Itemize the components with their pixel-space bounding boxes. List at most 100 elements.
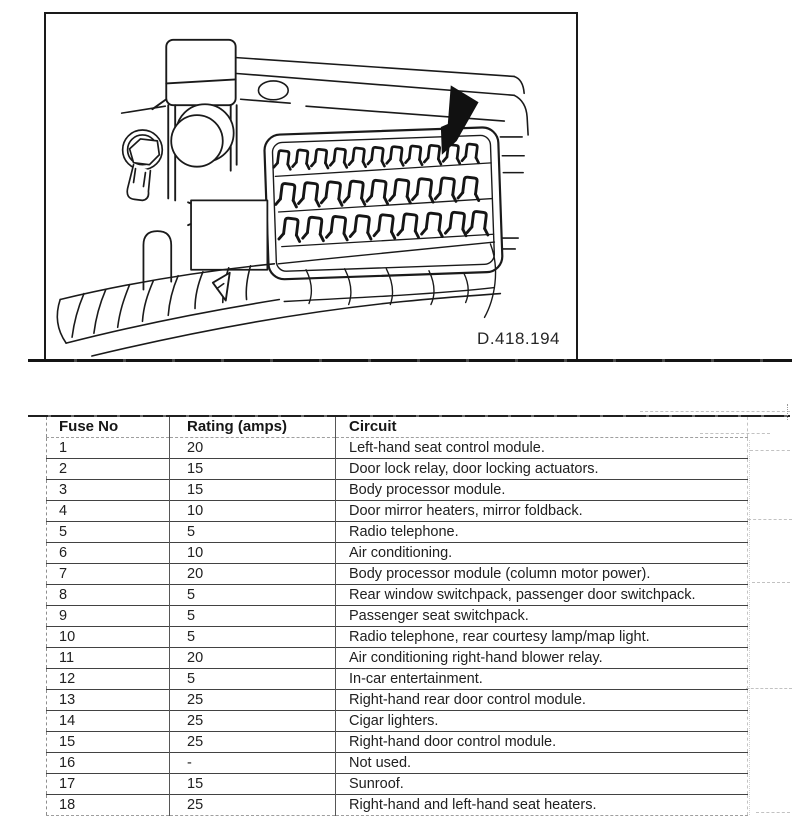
circuit-cell: Radio telephone. <box>335 521 748 543</box>
fuse-number-cell: 12 <box>46 668 170 690</box>
diagram-reference-label: D.418.194 <box>477 329 560 348</box>
grommet <box>170 103 235 168</box>
circuit-cell: Sunroof. <box>335 773 748 795</box>
fuse-number-cell: 17 <box>46 773 170 795</box>
table-row: 18 25 Right-hand and left-hand seat heat… <box>46 794 748 816</box>
fuse-number-cell: 6 <box>46 542 170 564</box>
rating-cell: 15 <box>169 773 336 795</box>
table-top-rule <box>28 415 790 417</box>
table-row: 17 15 Sunroof. <box>46 773 748 795</box>
table-row: 14 25 Cigar lighters. <box>46 710 748 732</box>
table-row: 10 5 Radio telephone, rear courtesy lamp… <box>46 626 748 648</box>
scan-artifact <box>640 411 790 412</box>
circuit-cell: Passenger seat switchpack. <box>335 605 748 627</box>
rating-cell: 20 <box>169 647 336 669</box>
fuse-number-cell: 9 <box>46 605 170 627</box>
rating-cell: 20 <box>169 563 336 585</box>
table-row: 15 25 Right-hand door control module. <box>46 731 748 753</box>
column-header-rating: Rating (amps) <box>169 417 336 438</box>
fuse-number-cell: 2 <box>46 458 170 480</box>
circuit-cell: Door lock relay, door locking actuators. <box>335 458 748 480</box>
rating-cell: 5 <box>169 584 336 606</box>
circuit-cell: Not used. <box>335 752 748 774</box>
table-row: 11 20 Air conditioning right-hand blower… <box>46 647 748 669</box>
wiring-harness <box>56 263 502 357</box>
diagram-frame: D.418.194 <box>44 12 578 359</box>
frame-bottom-rule <box>28 359 792 362</box>
scan-artifact <box>746 688 792 689</box>
rating-cell: 10 <box>169 500 336 522</box>
scan-artifact <box>787 404 788 420</box>
scan-artifact <box>748 519 792 520</box>
table-row: 3 15 Body processor module. <box>46 479 748 501</box>
table-row: 16 - Not used. <box>46 752 748 774</box>
circuit-cell: Right-hand and left-hand seat heaters. <box>335 794 748 816</box>
rating-cell: 20 <box>169 437 336 459</box>
location-arrow-icon <box>440 85 479 155</box>
scan-artifact <box>750 450 790 451</box>
rating-cell: 5 <box>169 626 336 648</box>
hex-bolt <box>121 129 164 202</box>
fuse-number-cell: 15 <box>46 731 170 753</box>
rating-cell: 25 <box>169 689 336 711</box>
rating-cell: 5 <box>169 605 336 627</box>
fuse-table-body: 1 20 Left-hand seat control module. 2 15… <box>46 437 748 816</box>
fusebox-illustration <box>56 38 529 357</box>
fuse-number-cell: 5 <box>46 521 170 543</box>
circuit-cell: In-car entertainment. <box>335 668 748 690</box>
carpet-folds <box>277 241 497 319</box>
rating-cell: 25 <box>169 731 336 753</box>
table-row: 4 10 Door mirror heaters, mirror foldbac… <box>46 500 748 522</box>
table-row: 2 15 Door lock relay, door locking actua… <box>46 458 748 480</box>
fuse-number-cell: 11 <box>46 647 170 669</box>
circuit-cell: Left-hand seat control module. <box>349 440 545 456</box>
scan-artifact <box>756 812 790 813</box>
circuit-cell: Right-hand door control module. <box>335 731 748 753</box>
table-row: 7 20 Body processor module (column motor… <box>46 563 748 585</box>
rating-cell: - <box>169 752 336 774</box>
scan-artifact <box>749 440 750 815</box>
rating-cell: 25 <box>169 710 336 732</box>
table-header-row: Fuse No Rating (amps) Circuit <box>46 417 748 438</box>
circuit-cell: Door mirror heaters, mirror foldback. <box>335 500 748 522</box>
circuit-cell: Rear window switchpack, passenger door s… <box>335 584 748 606</box>
fuse-number-cell: 1 <box>46 437 170 459</box>
post <box>142 230 173 291</box>
table-row: 13 25 Right-hand rear door control modul… <box>46 689 748 711</box>
fuse-number-cell: 16 <box>46 752 170 774</box>
rating-cell: 25 <box>169 794 336 816</box>
rating-cell: 15 <box>169 479 336 501</box>
car-body-lines <box>120 56 529 250</box>
table-row: 8 5 Rear window switchpack, passenger do… <box>46 584 748 606</box>
circuit-cell: Air conditioning right-hand blower relay… <box>335 647 748 669</box>
table-row: 6 10 Air conditioning. <box>46 542 748 564</box>
table-row: 9 5 Passenger seat switchpack. <box>46 605 748 627</box>
rating-cell: 10 <box>169 542 336 564</box>
fuse-number-cell: 4 <box>46 500 170 522</box>
table-row: 1 20 Left-hand seat control module. <box>46 437 748 459</box>
rating-cell: 15 <box>169 458 336 480</box>
column-header-circuit: Circuit <box>335 417 748 438</box>
circuit-cell: Body processor module (column motor powe… <box>335 563 748 585</box>
scan-artifact <box>752 582 790 583</box>
fuse-panel <box>263 126 504 281</box>
fuse-number-cell: 10 <box>46 626 170 648</box>
relay-box <box>190 199 269 271</box>
fuse-table: Fuse No Rating (amps) Circuit 1 20 Left-… <box>46 417 748 816</box>
table-row: 12 5 In-car entertainment. <box>46 668 748 690</box>
circuit-cell: Body processor module. <box>335 479 748 501</box>
fuse-number-cell: 3 <box>46 479 170 501</box>
fuse-number-cell: 18 <box>46 794 170 816</box>
column-header-fuse-no: Fuse No <box>46 417 170 438</box>
circuit-cell: Radio telephone, rear courtesy lamp/map … <box>335 626 748 648</box>
fuse-number-cell: 8 <box>46 584 170 606</box>
scan-artifact <box>700 433 770 434</box>
circuit-cell: Right-hand rear door control module. <box>335 689 748 711</box>
circuit-cell: Cigar lighters. <box>335 710 748 732</box>
fuse-number-cell: 7 <box>46 563 170 585</box>
fuse-number-cell: 14 <box>46 710 170 732</box>
rating-cell: 5 <box>169 668 336 690</box>
fuse-number-cell: 13 <box>46 689 170 711</box>
circuit-cell: Air conditioning. <box>335 542 748 564</box>
